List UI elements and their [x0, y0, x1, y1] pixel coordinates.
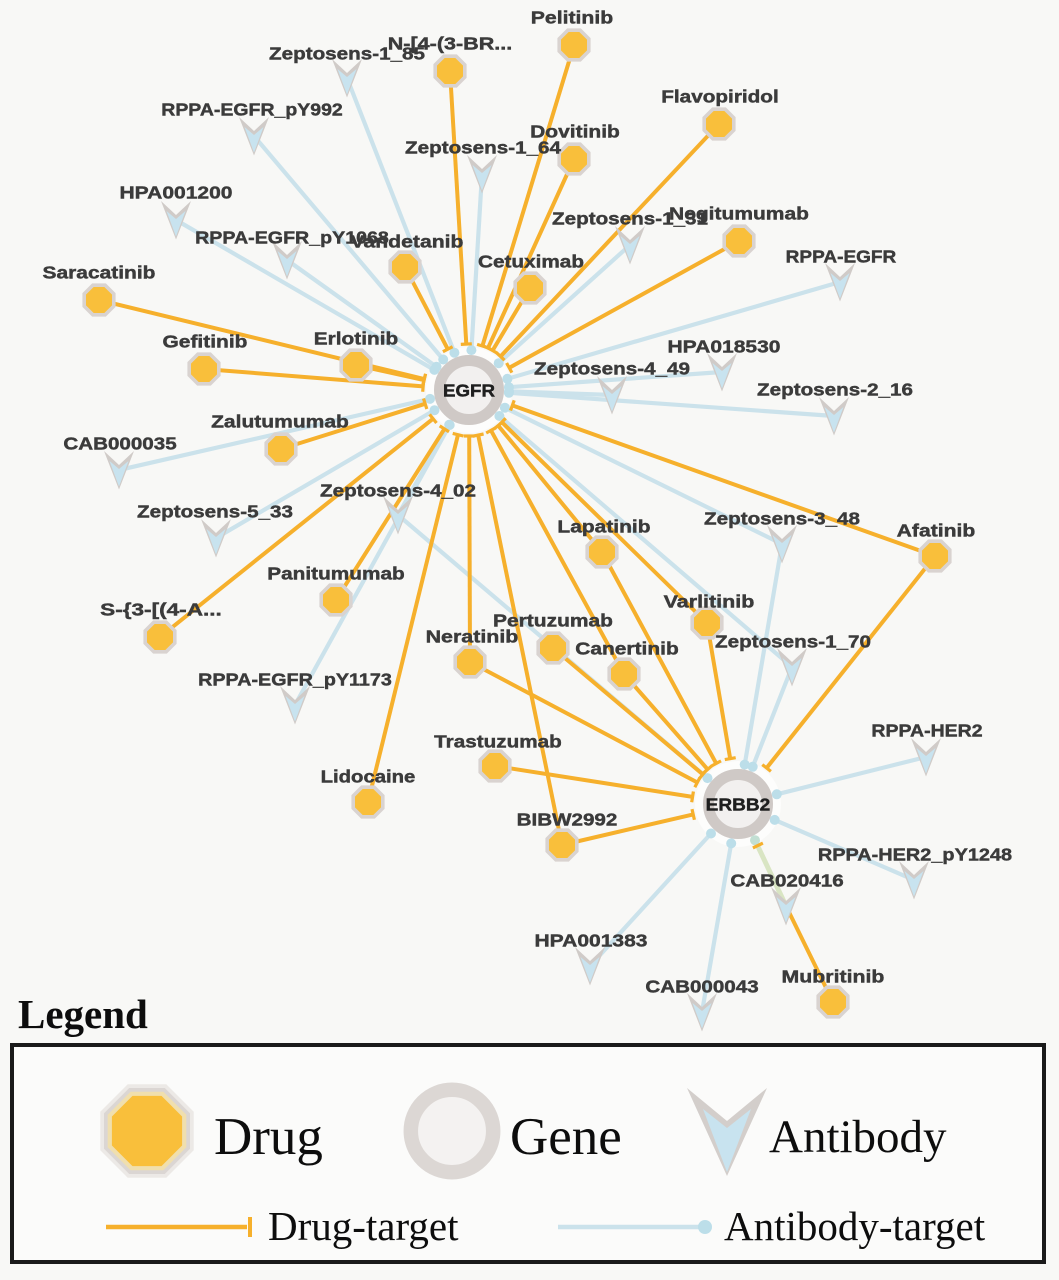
svg-text:Neratinib: Neratinib [426, 626, 519, 646]
svg-text:HPA018530: HPA018530 [668, 336, 781, 356]
svg-text:Lapatinib: Lapatinib [557, 516, 650, 536]
svg-text:RPPA-HER2_pY1248: RPPA-HER2_pY1248 [818, 844, 1012, 864]
svg-text:Saracatinib: Saracatinib [43, 262, 156, 282]
svg-text:Zeptosens-4_49: Zeptosens-4_49 [534, 358, 690, 378]
svg-text:RPPA-EGFR_pY992: RPPA-EGFR_pY992 [161, 99, 343, 119]
svg-text:N-[4-(3-BR...: N-[4-(3-BR... [388, 33, 513, 53]
svg-text:Panitumumab: Panitumumab [267, 563, 405, 583]
svg-text:Pertuzumab: Pertuzumab [493, 610, 613, 630]
svg-text:Zeptosens-1_64: Zeptosens-1_64 [405, 137, 561, 157]
svg-text:CAB000043: CAB000043 [645, 976, 759, 996]
svg-text:CAB020416: CAB020416 [730, 870, 844, 890]
svg-text:Legend: Legend [18, 991, 148, 1037]
svg-text:RPPA-EGFR: RPPA-EGFR [786, 246, 897, 266]
svg-text:Zeptosens-1_70: Zeptosens-1_70 [715, 631, 871, 651]
svg-text:RPPA-EGFR_pY1173: RPPA-EGFR_pY1173 [198, 669, 392, 689]
svg-text:HPA001200: HPA001200 [120, 182, 233, 202]
svg-text:S-{3-[(4-A...: S-{3-[(4-A... [100, 599, 222, 619]
svg-text:RPPA-HER2: RPPA-HER2 [871, 720, 982, 740]
svg-text:Canertinib: Canertinib [575, 638, 679, 658]
svg-text:Antibody-target: Antibody-target [724, 1203, 986, 1249]
svg-text:Zeptosens-4_02: Zeptosens-4_02 [320, 480, 476, 500]
svg-text:Dovitinib: Dovitinib [530, 121, 620, 141]
svg-text:Zeptosens-5_33: Zeptosens-5_33 [137, 501, 293, 521]
svg-text:Drug: Drug [214, 1108, 323, 1166]
svg-text:Flavopiridol: Flavopiridol [661, 86, 779, 106]
svg-text:HPA001383: HPA001383 [535, 930, 648, 950]
svg-text:EGFR: EGFR [443, 381, 495, 401]
svg-text:Pelitinib: Pelitinib [531, 7, 614, 27]
svg-text:Zeptosens-3_48: Zeptosens-3_48 [704, 508, 860, 528]
svg-text:Varlitinib: Varlitinib [664, 591, 755, 611]
svg-text:Afatinib: Afatinib [897, 520, 976, 540]
svg-text:Zeptosens-1_85: Zeptosens-1_85 [269, 43, 425, 63]
svg-text:Drug-target: Drug-target [268, 1203, 459, 1249]
svg-text:BIBW2992: BIBW2992 [517, 809, 618, 829]
svg-text:Mubritinib: Mubritinib [782, 966, 885, 986]
svg-text:ERBB2: ERBB2 [706, 795, 771, 815]
svg-text:Gene: Gene [510, 1108, 622, 1166]
svg-text:RPPA-EGFR_pY1068: RPPA-EGFR_pY1068 [195, 227, 389, 247]
svg-text:Trastuzumab: Trastuzumab [434, 731, 562, 751]
svg-text:Zalutumumab: Zalutumumab [211, 411, 349, 431]
svg-text:CAB000035: CAB000035 [63, 433, 177, 453]
svg-text:Vandetanib: Vandetanib [351, 231, 464, 251]
svg-text:Zeptosens-1_31: Zeptosens-1_31 [552, 208, 708, 228]
svg-text:Antibody: Antibody [769, 1111, 947, 1163]
svg-text:Gefitinib: Gefitinib [163, 331, 248, 351]
svg-text:Erlotinib: Erlotinib [314, 328, 399, 348]
svg-text:Zeptosens-2_16: Zeptosens-2_16 [757, 379, 913, 399]
svg-text:Negitumumab: Negitumumab [669, 203, 809, 223]
svg-text:Cetuximab: Cetuximab [478, 251, 584, 271]
svg-text:Lidocaine: Lidocaine [321, 766, 416, 786]
